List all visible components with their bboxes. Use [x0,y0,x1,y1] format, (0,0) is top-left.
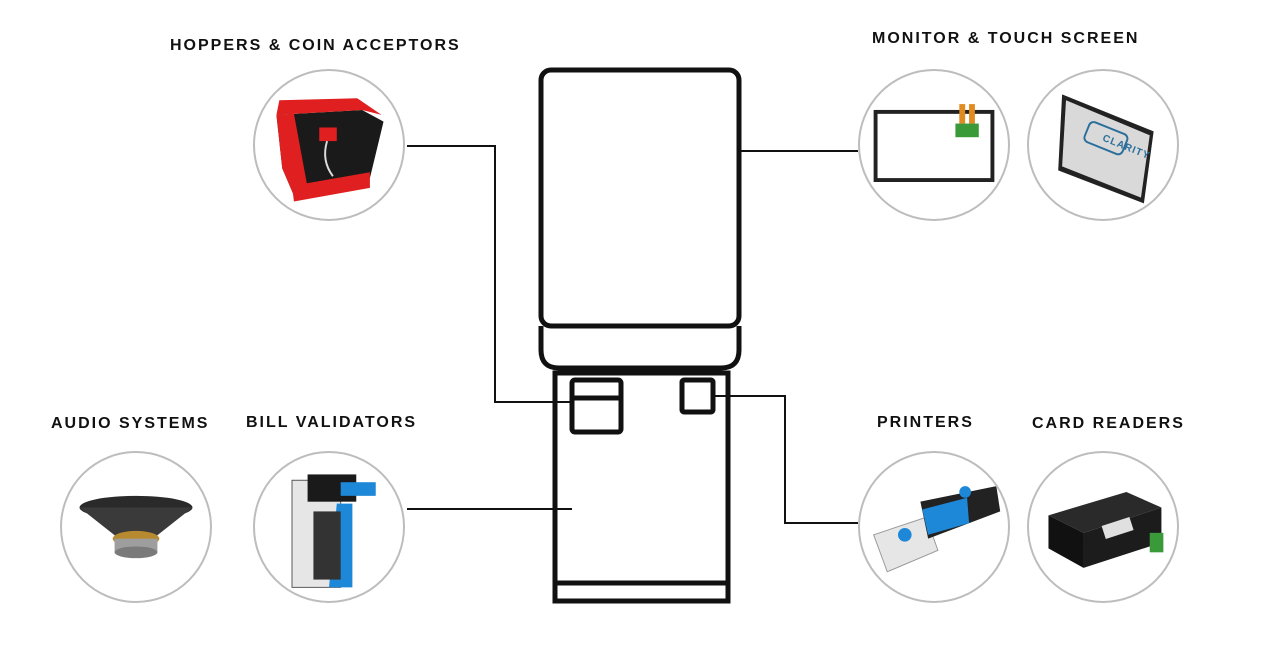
hopper-circle [253,69,405,221]
connector-hoppers [407,145,572,403]
ticket-printer-icon [873,486,1001,573]
display-panel-icon [1058,94,1154,204]
kiosk-outline [538,67,742,604]
touch-panel-circle [858,69,1010,221]
connector-printers [713,395,858,524]
card-reader-icon [1048,491,1164,568]
audio-label: AUDIO SYSTEMS [51,415,210,432]
printers-label: PRINTERS [877,414,974,431]
display-circle: CLARITY [1027,69,1179,221]
monitor-label: MONITOR & TOUCH SCREEN [872,30,1140,47]
bill-validator-circle [253,451,405,603]
coin-hopper-icon [276,98,384,202]
touch-panel-icon [873,104,995,182]
card-label: CARD READERS [1032,415,1185,432]
card-reader-circle [1027,451,1179,603]
printer-circle [858,451,1010,603]
speaker-circle [60,451,212,603]
bill-validator-icon [291,474,376,588]
bill-label: BILL VALIDATORS [246,414,418,431]
hoppers-label: HOPPERS & COIN ACCEPTORS [170,37,461,54]
speaker-icon [79,495,193,559]
